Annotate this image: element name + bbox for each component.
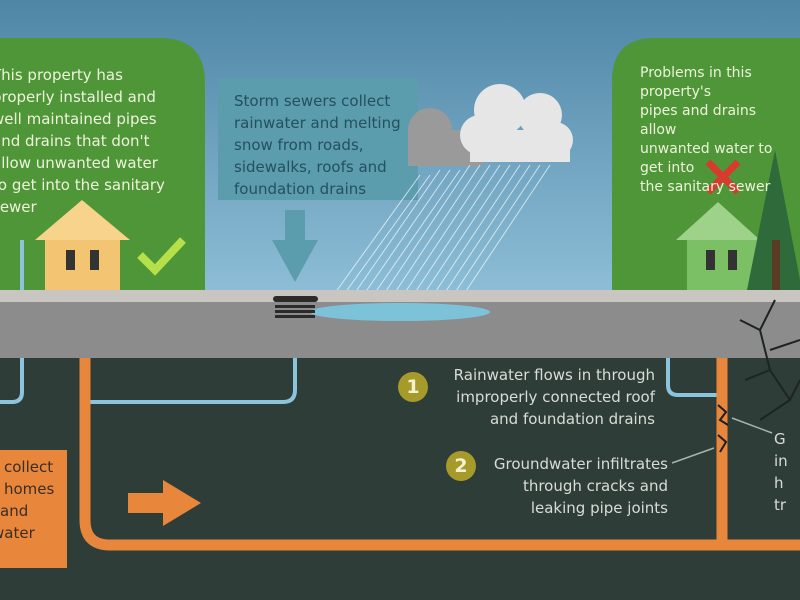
text-line: pipes and drains allow [640,103,757,138]
right-green-panel [612,38,800,295]
note-2-text: Groundwater infiltrates through cracks a… [450,453,668,519]
orange-info-box [0,450,67,568]
text-line: sidewalks, roofs and [234,158,387,176]
leader-lines [671,417,773,464]
text-line: water [0,524,35,542]
left-panel-text: This property has properly installed and… [0,64,192,218]
text-line: collect [4,458,54,476]
text-line: h [774,474,784,492]
text-line: improperly connected roof [456,388,655,406]
orange-box-text: collect homes and water [0,456,67,544]
text-line: tr [774,496,787,514]
storm-box-text: Storm sewers collect rainwater and melti… [234,90,414,200]
down-arrow-icon [272,210,318,282]
text-line: G [774,430,786,448]
cloud-icon [408,84,573,166]
tree-roots [739,299,800,421]
good-house [35,200,130,293]
sidewalk [0,290,800,302]
text-line: sewer [0,198,37,216]
cut-off-note-text: G in h tr [774,428,798,516]
text-line: and foundation drains [489,410,655,428]
text-line: homes [4,480,55,498]
text-line: and [0,502,29,520]
text-line: the sanitary sewer [640,179,771,195]
text-line: to get into the sanitary [0,176,165,194]
text-line: rainwater and melting [234,114,401,132]
storm-drain-grate [273,296,318,318]
text-line: Problems in this property's [640,65,752,100]
number-badge-1: 1 [398,372,428,402]
storm-info-box [218,78,418,200]
note-1-text: Rainwater flows in through improperly co… [420,364,655,430]
text-line: leaking pipe joints [530,499,668,517]
right-panel-text: Problems in this property's pipes and dr… [640,64,796,197]
text-line: well maintained pipes [0,110,157,128]
puddle [310,303,490,321]
text-line: unwanted water to get into [640,141,773,176]
ground [0,358,800,600]
text-line: This property has [0,66,123,84]
text-line: foundation drains [234,180,367,198]
text-line: in [774,452,788,470]
rain-streaks [329,164,551,301]
tree [745,150,800,300]
text-line: properly installed and [0,88,156,106]
sanitary-pipes [79,358,800,551]
flow-arrow-icon [128,480,201,526]
text-line: Rainwater flows in through [453,366,655,384]
storm-pipes [0,358,720,404]
text-line: snow from roads, [234,136,364,154]
number-badge-2: 2 [446,451,476,481]
text-line: allow unwanted water [0,154,158,172]
check-mark-icon [137,237,186,276]
red-x-icon [705,159,741,195]
text-line: Groundwater infiltrates [493,455,668,473]
pipe-crack-icon [717,404,729,453]
text-line: Storm sewers collect [234,92,391,110]
text-line: through cracks and [522,477,668,495]
text-line: and drains that don't [0,132,150,150]
problem-house [676,202,760,293]
